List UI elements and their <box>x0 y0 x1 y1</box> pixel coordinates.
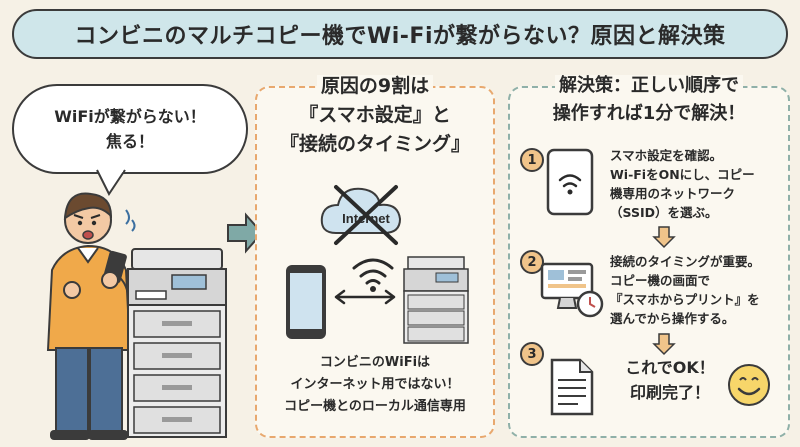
cause-caption-line-2: インターネット用ではない！ <box>290 377 460 392</box>
no-connection-x-icon <box>334 185 398 245</box>
bubble-tail <box>96 167 126 196</box>
cause-caption: コンビニのWiFiは インターネット用ではない！ コピー機とのローカル通信専用 <box>262 352 488 418</box>
step-2-number: 2 <box>520 250 544 274</box>
step-3-line-1: これでOK！ <box>625 358 715 377</box>
bubble-line-2: 焦る！ <box>105 132 154 151</box>
cloud-label: Internet <box>342 211 390 226</box>
page-title: コンビニのマルチコピー機でWi-Fiが繋がらない？原因と解決策 <box>12 9 788 59</box>
smartphone-icon <box>286 265 326 339</box>
two-way-arrow-icon <box>334 289 396 305</box>
smiley-icon <box>728 364 770 406</box>
step-2-line-3: 『スマホからプリント』を <box>610 292 760 307</box>
solution-heading-line-1: 解決策：正しい順序で <box>555 75 743 96</box>
cause-heading-line-3: 『接続のタイミング』 <box>279 133 470 155</box>
cause-caption-line-3: コピー機とのローカル通信専用 <box>284 399 466 414</box>
step-3-line-2: 印刷完了！ <box>629 383 710 402</box>
step-3-text: これでOK！ 印刷完了！ <box>615 355 725 405</box>
down-arrow-icon <box>652 226 676 249</box>
right-arrow-icon <box>227 212 264 254</box>
bubble-line-1: WiFiが繋がらない！ <box>54 107 206 126</box>
speech-bubble: WiFiが繋がらない！ 焦る！ <box>12 84 248 174</box>
solution-heading-line-2: 操作すれば1分で解決！ <box>552 103 746 124</box>
copier-small-icon <box>403 256 469 344</box>
document-icon <box>550 358 594 416</box>
step-3-number: 3 <box>520 342 544 366</box>
step-2-line-2: コピー機の画面で <box>610 273 711 288</box>
cause-heading: 原因の9割は 『スマホ設定』と 『接続のタイミング』 <box>262 72 488 159</box>
step-1-line-1: スマホ設定を確認。 <box>610 148 723 163</box>
worried-man-illustration <box>46 192 136 440</box>
step-1-text: スマホ設定を確認。 Wi-FiをONにし、コピー 機専用のネットワーク （SSI… <box>610 146 755 222</box>
wifi-icon <box>352 258 394 292</box>
solution-heading: 解決策：正しい順序で 操作すれば1分で解決！ <box>515 72 783 128</box>
step-2-line-4: 選んでから操作する。 <box>610 311 735 326</box>
step-2-text: 接続のタイミングが重要。 コピー機の画面で 『スマホからプリント』を 選んでから… <box>610 252 760 328</box>
cause-caption-line-1: コンビニのWiFiは <box>319 355 431 370</box>
copier-illustration <box>127 248 227 438</box>
cause-heading-line-1: 原因の9割は <box>316 75 434 97</box>
step-1-number: 1 <box>520 148 544 172</box>
monitor-timer-icon <box>540 262 604 318</box>
step-1-line-3: 機専用のネットワーク <box>610 186 736 201</box>
cause-panel <box>255 86 495 438</box>
cause-heading-line-2: 『スマホ設定』と <box>299 104 451 126</box>
phone-wifi-icon <box>546 148 594 216</box>
step-2-line-1: 接続のタイミングが重要。 <box>610 254 761 269</box>
step-1-line-2: Wi-FiをONにし、コピー <box>610 167 755 182</box>
step-1-line-4: （SSID）を選ぶ。 <box>610 205 718 220</box>
down-arrow-icon <box>652 333 676 356</box>
